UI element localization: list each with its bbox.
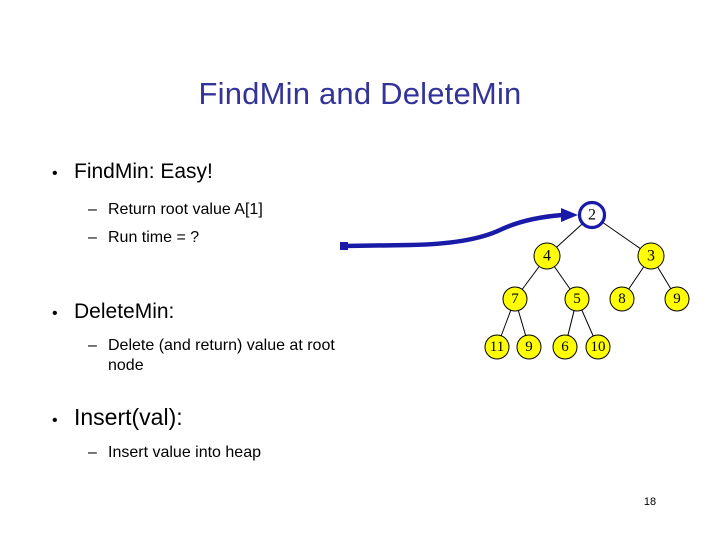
arrowhead-icon — [561, 208, 578, 222]
heap-node-label: 8 — [618, 291, 626, 307]
sub-bullet-label-run-time: Run time = ? — [108, 229, 200, 246]
heap-node-label: 4 — [543, 248, 551, 265]
sub-bullet-delete-root-node: – Delete (and return) value at root node — [88, 336, 348, 375]
heap-node-label: 6 — [561, 339, 569, 355]
bullet-marker-icon: • — [52, 412, 58, 429]
bullet-finelmin: • FindMin: Easy! — [52, 160, 213, 184]
bullet-label-findmin: FindMin: Easy! — [74, 160, 213, 183]
heap-node-4[interactable]: 4 — [533, 242, 561, 270]
bullet-label-insert: Insert(val): — [74, 404, 183, 430]
heap-node-label: 3 — [647, 248, 655, 265]
page-title: FindMin and DeleteMin — [198, 76, 522, 111]
tree-edges — [496, 214, 678, 348]
bullet-marker-icon: • — [52, 305, 58, 322]
bullet-label-deletemin: DeleteMin: — [74, 300, 175, 323]
sub-bullet-label-return-root-value: Return root value A[1] — [108, 201, 263, 218]
heap-node-label: 9 — [525, 339, 533, 355]
bullet-insert: • Insert(val): — [52, 404, 183, 431]
bullet-deletemin: • DeleteMin: — [52, 300, 174, 324]
heap-node-7[interactable]: 7 — [502, 286, 528, 312]
heap-node-11[interactable]: 11 — [484, 334, 510, 360]
callout-arrow — [340, 208, 578, 250]
heap-node-6[interactable]: 6 — [552, 334, 578, 360]
sub-bullet-insert-value-into-heap: – Insert value into heap — [88, 443, 261, 463]
page-number: 18 — [643, 496, 657, 508]
heap-node-root[interactable]: 2 — [577, 200, 607, 230]
heap-node-9-right[interactable]: 9 — [664, 286, 690, 312]
sub-bullet-run-time: – Run time = ? — [88, 228, 199, 248]
dash-marker-icon: – — [88, 337, 97, 354]
heap-node-10[interactable]: 10 — [585, 334, 611, 360]
heap-node-8[interactable]: 8 — [609, 286, 635, 312]
heap-node-label: 9 — [673, 291, 681, 307]
sub-bullet-label-delete-root-node: Delete (and return) value at root node — [108, 337, 335, 374]
bullet-marker-icon: • — [52, 165, 58, 182]
heap-node-label: 10 — [591, 339, 606, 355]
heap-node-3[interactable]: 3 — [637, 242, 665, 270]
heap-node-label: 7 — [511, 291, 519, 307]
heap-node-label: 5 — [573, 291, 581, 307]
heap-node-9-left[interactable]: 9 — [516, 334, 542, 360]
sub-bullet-label-insert-value-into-heap: Insert value into heap — [108, 444, 261, 461]
sub-bullet-return-root-value: – Return root value A[1] — [88, 200, 263, 220]
heap-node-label: 2 — [588, 207, 596, 224]
heap-node-label: 11 — [490, 339, 504, 355]
heap-node-5[interactable]: 5 — [564, 286, 590, 312]
dash-marker-icon: – — [88, 229, 97, 246]
dash-marker-icon: – — [88, 444, 97, 461]
heap-tree-diagram: 2 4 3 7 5 8 — [330, 190, 720, 370]
dash-marker-icon: – — [88, 201, 97, 218]
